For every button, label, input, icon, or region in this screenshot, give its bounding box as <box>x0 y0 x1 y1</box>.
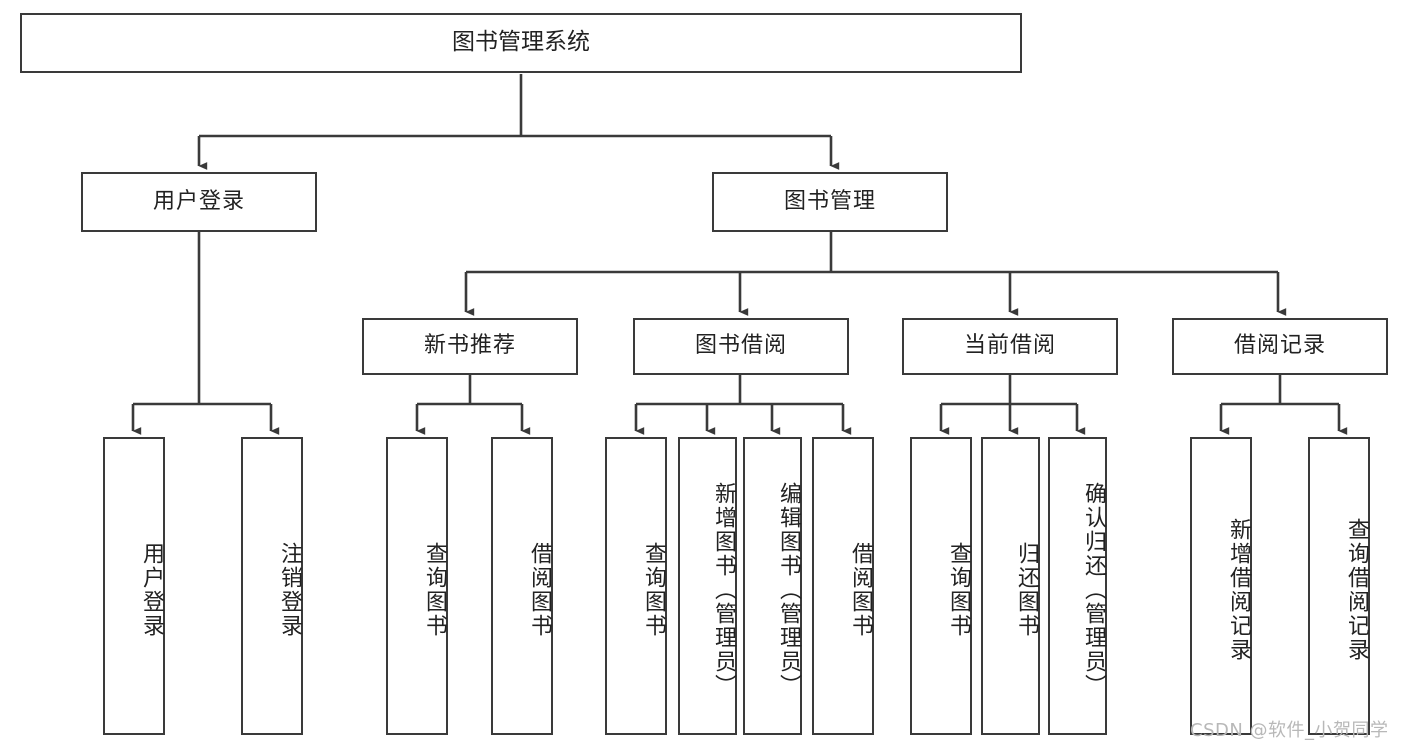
node-user-login-label: 用户登录 <box>152 188 245 214</box>
leaf-record-query-label: 查询借阅记录 <box>1344 518 1369 662</box>
leaf-user-logout[interactable]: 注销登录 <box>241 437 303 735</box>
node-borrow-record-label: 借阅记录 <box>1233 333 1326 359</box>
leaf-borrow-borrow-book-label: 借阅图书 <box>848 542 873 638</box>
node-book-borrow[interactable]: 图书借阅 <box>633 318 849 375</box>
leaf-rec-query-book[interactable]: 查询图书 <box>386 437 448 735</box>
node-root[interactable]: 图书管理系统 <box>20 13 1022 73</box>
leaf-borrow-query-book[interactable]: 查询图书 <box>605 437 667 735</box>
leaf-record-add-label: 新增借阅记录 <box>1226 518 1251 662</box>
node-new-book-recommend[interactable]: 新书推荐 <box>362 318 578 375</box>
leaf-rec-query-book-label: 查询图书 <box>422 542 447 638</box>
leaf-user-login-label: 用户登录 <box>139 542 164 638</box>
leaf-rec-borrow-book[interactable]: 借阅图书 <box>491 437 553 735</box>
leaf-record-add[interactable]: 新增借阅记录 <box>1190 437 1252 735</box>
node-book-borrow-label: 图书借阅 <box>694 333 787 359</box>
node-borrow-record[interactable]: 借阅记录 <box>1172 318 1388 375</box>
leaf-borrow-add-book-label: 新增图书（管理员） <box>711 482 736 698</box>
node-book-management[interactable]: 图书管理 <box>712 172 948 232</box>
node-book-management-label: 图书管理 <box>783 188 876 214</box>
leaf-borrow-edit-book[interactable]: 编辑图书（管理员） <box>743 437 802 735</box>
node-new-book-recommend-label: 新书推荐 <box>423 333 516 359</box>
leaf-current-query-book-label: 查询图书 <box>946 542 971 638</box>
leaf-user-login[interactable]: 用户登录 <box>103 437 165 735</box>
node-current-borrow[interactable]: 当前借阅 <box>902 318 1118 375</box>
node-current-borrow-label: 当前借阅 <box>963 333 1056 359</box>
leaf-current-query-book[interactable]: 查询图书 <box>910 437 972 735</box>
leaf-borrow-borrow-book[interactable]: 借阅图书 <box>812 437 874 735</box>
leaf-current-return-book[interactable]: 归还图书 <box>981 437 1040 735</box>
leaf-user-logout-label: 注销登录 <box>277 542 302 638</box>
leaf-borrow-query-book-label: 查询图书 <box>641 542 666 638</box>
node-root-label: 图书管理系统 <box>452 29 590 56</box>
watermark: CSDN @软件_小贺同学 <box>1190 720 1389 741</box>
leaf-borrow-add-book[interactable]: 新增图书（管理员） <box>678 437 737 735</box>
leaf-current-confirm-return-label: 确认归还（管理员） <box>1081 482 1106 698</box>
leaf-borrow-edit-book-label: 编辑图书（管理员） <box>776 482 801 698</box>
leaf-current-return-book-label: 归还图书 <box>1014 542 1039 638</box>
node-user-login[interactable]: 用户登录 <box>81 172 317 232</box>
leaf-record-query[interactable]: 查询借阅记录 <box>1308 437 1370 735</box>
leaf-current-confirm-return[interactable]: 确认归还（管理员） <box>1048 437 1107 735</box>
leaf-rec-borrow-book-label: 借阅图书 <box>527 542 552 638</box>
